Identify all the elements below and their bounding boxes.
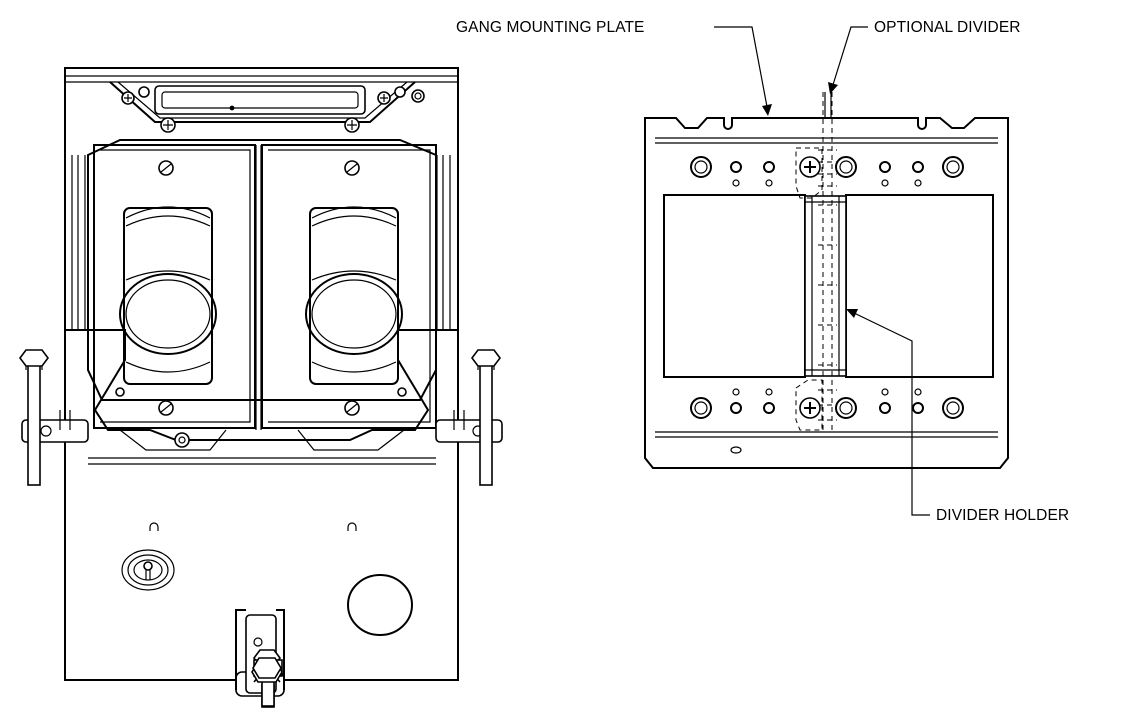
bottom-hole-row xyxy=(690,388,964,419)
leader-optional-divider xyxy=(828,26,868,94)
label-gang-mounting-plate: GANG MOUNTING PLATE xyxy=(456,19,645,36)
device-opening-right xyxy=(845,194,994,378)
screw-icon xyxy=(138,86,150,98)
device-opening-left xyxy=(663,194,806,378)
bottom-flange xyxy=(65,329,458,441)
mounting-bracket-right xyxy=(435,349,503,486)
screw-icon xyxy=(115,387,125,397)
optional-divider xyxy=(818,92,837,432)
leader-gang-mounting-plate xyxy=(714,26,772,116)
knockouts xyxy=(121,522,413,636)
mounting-bracket-left xyxy=(19,349,89,486)
screw-outline-bottom xyxy=(795,379,823,431)
screw-icon xyxy=(394,86,406,98)
side-rail-left xyxy=(71,155,86,330)
screw-icon xyxy=(174,432,190,448)
device-opening-left xyxy=(93,144,256,429)
label-divider-holder: DIVIDER HOLDER xyxy=(936,507,1069,524)
divider-holder xyxy=(804,195,847,377)
box-top-edge xyxy=(65,75,458,83)
box-lower-edge xyxy=(88,457,436,465)
electrical-box-view xyxy=(19,67,503,708)
gang-mounting-plate-view xyxy=(644,92,1009,469)
plate-outline xyxy=(644,117,1009,469)
top-screws xyxy=(121,86,425,133)
round-knockout xyxy=(347,574,413,636)
bottom-slot xyxy=(730,446,742,454)
screw-icon xyxy=(397,387,407,397)
screw-icon xyxy=(411,89,425,103)
center-divider xyxy=(255,145,262,430)
leader-divider-holder xyxy=(846,309,930,516)
label-optional-divider: OPTIONAL DIVIDER xyxy=(874,19,1021,36)
top-hole-row xyxy=(690,156,964,187)
bolt-head-icon xyxy=(252,657,282,679)
